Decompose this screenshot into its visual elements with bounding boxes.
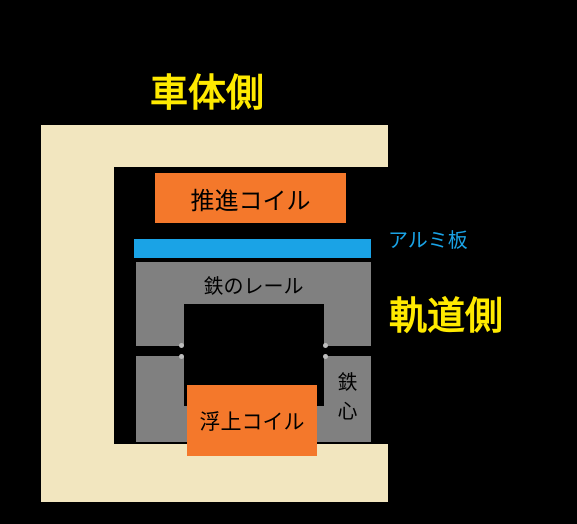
aluminum-plate (134, 239, 371, 258)
car-side-title: 車体側 (150, 71, 265, 115)
rivet-dot (179, 354, 184, 359)
propulsion-coil-label: 推進コイル (190, 186, 311, 215)
aluminum-plate-label: アルミ板 (388, 228, 468, 252)
propulsion-coil: 推進コイル (155, 173, 346, 223)
rivet-dot (179, 343, 184, 348)
iron-rail-left-leg (136, 262, 184, 346)
iron-core-label-text: 鉄心 (337, 370, 358, 423)
rivet-dot (323, 343, 328, 348)
rivet-dot (323, 354, 328, 359)
iron-rail-right-leg (324, 262, 371, 346)
car-body-frame-left (41, 125, 114, 502)
levitation-coil-label: 浮上コイル (199, 409, 305, 434)
levitation-coil: 浮上コイル (187, 385, 317, 456)
track-side-title: 軌道側 (389, 294, 504, 338)
iron-core-label: 鉄心 (324, 368, 371, 426)
iron-rail-label: 鉄のレール (203, 274, 304, 298)
